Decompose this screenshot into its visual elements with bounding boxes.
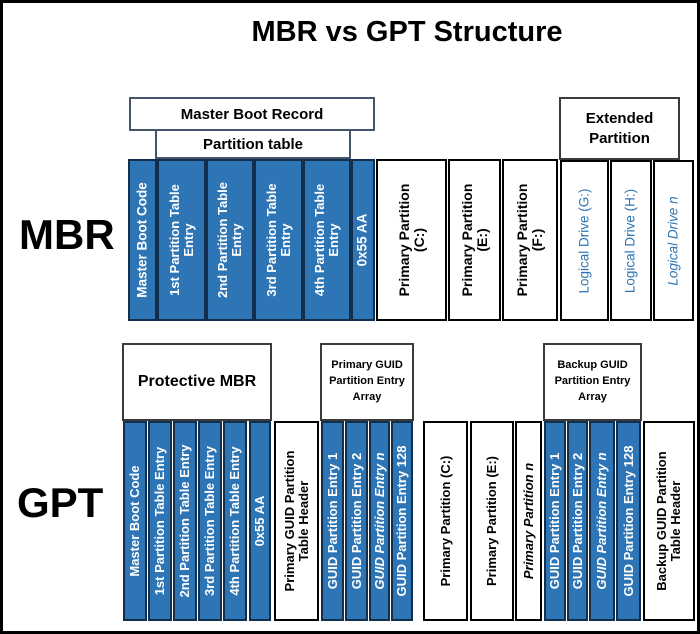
mbr-cell-label: 0x55 AA [354, 213, 370, 267]
gpt-backup-guid-entry-2: GUID Partition Entry 2 [567, 421, 588, 621]
mbr-primary-partition-f: Primary Partition (F:) [502, 159, 558, 321]
gpt-cell-label: Backup GUID Partition Table Header [653, 451, 683, 591]
logical-drive-label: Logical Drive (G:) [576, 187, 592, 294]
backup-guid-array-header-label: Backup GUID Partition Entry Array [554, 359, 631, 403]
gpt-primary-partition-c: Primary Partition (C:) [423, 421, 468, 621]
gpt-cell-4th-partition-table-entry: 4th Partition Table Entry [223, 421, 247, 621]
gpt-row-label: GPT [17, 479, 104, 526]
extended-partition-header-box: Extended Partition [559, 97, 680, 160]
gpt-cell-label: GUID Partition Entry n [371, 452, 387, 590]
gpt-cell-label: GUID Partition Entry 2 [569, 452, 585, 590]
gpt-cell-label: Primary GUID Partition Table Header [281, 450, 311, 592]
logical-drive-h: Logical Drive (H:) [610, 160, 652, 321]
master-boot-record-header-box: Master Boot Record [129, 97, 375, 131]
gpt-cell-label: GUID Partition Entry n [593, 452, 609, 590]
gpt-cell-label: 2nd Partition Table Entry [176, 444, 192, 598]
master-boot-record-header-label: Master Boot Record [180, 105, 324, 123]
primary-guid-array-header-label: Primary GUID Partition Entry Array [329, 359, 405, 403]
partition-label: Primary Partition (E:) [483, 455, 499, 587]
logical-drive-label: Logical Drive (H:) [622, 188, 638, 293]
gpt-primary-guid-table-header-cell: Primary GUID Partition Table Header [274, 421, 319, 621]
gpt-cell-0x55aa: 0x55 AA [249, 421, 271, 621]
logical-drive-n: Logical Drive n [653, 160, 694, 321]
partition-label: Primary Partition n [520, 462, 536, 580]
gpt-backup-guid-entry-128: GUID Partition Entry 128 [616, 421, 641, 621]
gpt-cell-label: GUID Partition Entry 128 [620, 445, 636, 597]
mbr-cell-label: 3rd Partition Table Entry [263, 183, 293, 297]
gpt-cell-label: GUID Partition Entry 2 [348, 452, 364, 590]
extended-partition-header-label: Extended Partition [585, 110, 654, 147]
mbr-cell-2nd-partition-table-entry: 2nd Partition Table Entry [206, 159, 254, 321]
gpt-primary-guid-entry-128: GUID Partition Entry 128 [391, 421, 413, 621]
partition-label: Primary Partition (C:) [437, 455, 453, 587]
partition-label: Primary Partition (C:) [395, 183, 427, 297]
partition-label: Primary Partition (E:) [458, 183, 490, 297]
gpt-primary-guid-entry-1: GUID Partition Entry 1 [321, 421, 344, 621]
mbr-cell-label: 1st Partition Table Entry [166, 184, 196, 296]
mbr-primary-partition-c: Primary Partition (C:) [376, 159, 447, 321]
gpt-cell-label: GUID Partition Entry 1 [324, 452, 340, 590]
mbr-cell-1st-partition-table-entry: 1st Partition Table Entry [157, 159, 206, 321]
gpt-primary-partition-n: Primary Partition n [515, 421, 542, 621]
partition-table-header-box: Partition table [155, 129, 351, 159]
gpt-backup-guid-entry-n: GUID Partition Entry n [589, 421, 615, 621]
mbr-row-label: MBR [19, 211, 115, 258]
gpt-backup-guid-entry-1: GUID Partition Entry 1 [544, 421, 566, 621]
mbr-cell-master-boot-code: Master Boot Code [128, 159, 157, 321]
gpt-cell-1st-partition-table-entry: 1st Partition Table Entry [148, 421, 172, 621]
logical-drive-label: Logical Drive n [665, 195, 681, 286]
partition-table-header-label: Partition table [202, 135, 303, 153]
gpt-cell-3rd-partition-table-entry: 3rd Partition Table Entry [198, 421, 222, 621]
gpt-cell-label: GUID Partition Entry 128 [393, 445, 409, 597]
mbr-primary-partition-e: Primary Partition (E:) [448, 159, 501, 321]
gpt-backup-guid-table-header-cell: Backup GUID Partition Table Header [643, 421, 695, 621]
gpt-cell-label: GUID Partition Entry 1 [546, 452, 562, 590]
protective-mbr-header-box: Protective MBR [122, 343, 272, 421]
partition-label: Primary Partition (F:) [513, 183, 545, 297]
gpt-cell-label: 4th Partition Table Entry [226, 446, 242, 596]
backup-guid-array-header-box: Backup GUID Partition Entry Array [543, 343, 642, 421]
primary-guid-array-header-box: Primary GUID Partition Entry Array [320, 343, 414, 421]
gpt-cell-label: 1st Partition Table Entry [151, 446, 167, 596]
gpt-primary-guid-entry-2: GUID Partition Entry 2 [345, 421, 368, 621]
mbr-cell-label: 4th Partition Table Entry [311, 183, 341, 297]
gpt-cell-label: 3rd Partition Table Entry [201, 446, 217, 597]
gpt-cell-2nd-partition-table-entry: 2nd Partition Table Entry [173, 421, 197, 621]
gpt-cell-label: 0x55 AA [251, 495, 267, 547]
mbr-cell-3rd-partition-table-entry: 3rd Partition Table Entry [254, 159, 303, 321]
gpt-primary-guid-entry-n: GUID Partition Entry n [369, 421, 390, 621]
page-title: MBR vs GPT Structure [251, 16, 563, 48]
mbr-cell-0x55aa: 0x55 AA [351, 159, 375, 321]
gpt-cell-master-boot-code: Master Boot Code [123, 421, 147, 621]
logical-drive-g: Logical Drive (G:) [560, 160, 609, 321]
mbr-cell-label: Master Boot Code [134, 182, 150, 298]
mbr-cell-label: 2nd Partition Table Entry [214, 181, 244, 299]
gpt-primary-partition-e: Primary Partition (E:) [470, 421, 514, 621]
protective-mbr-header-label: Protective MBR [137, 373, 257, 390]
mbr-cell-4th-partition-table-entry: 4th Partition Table Entry [303, 159, 351, 321]
gpt-cell-label: Master Boot Code [126, 465, 142, 577]
